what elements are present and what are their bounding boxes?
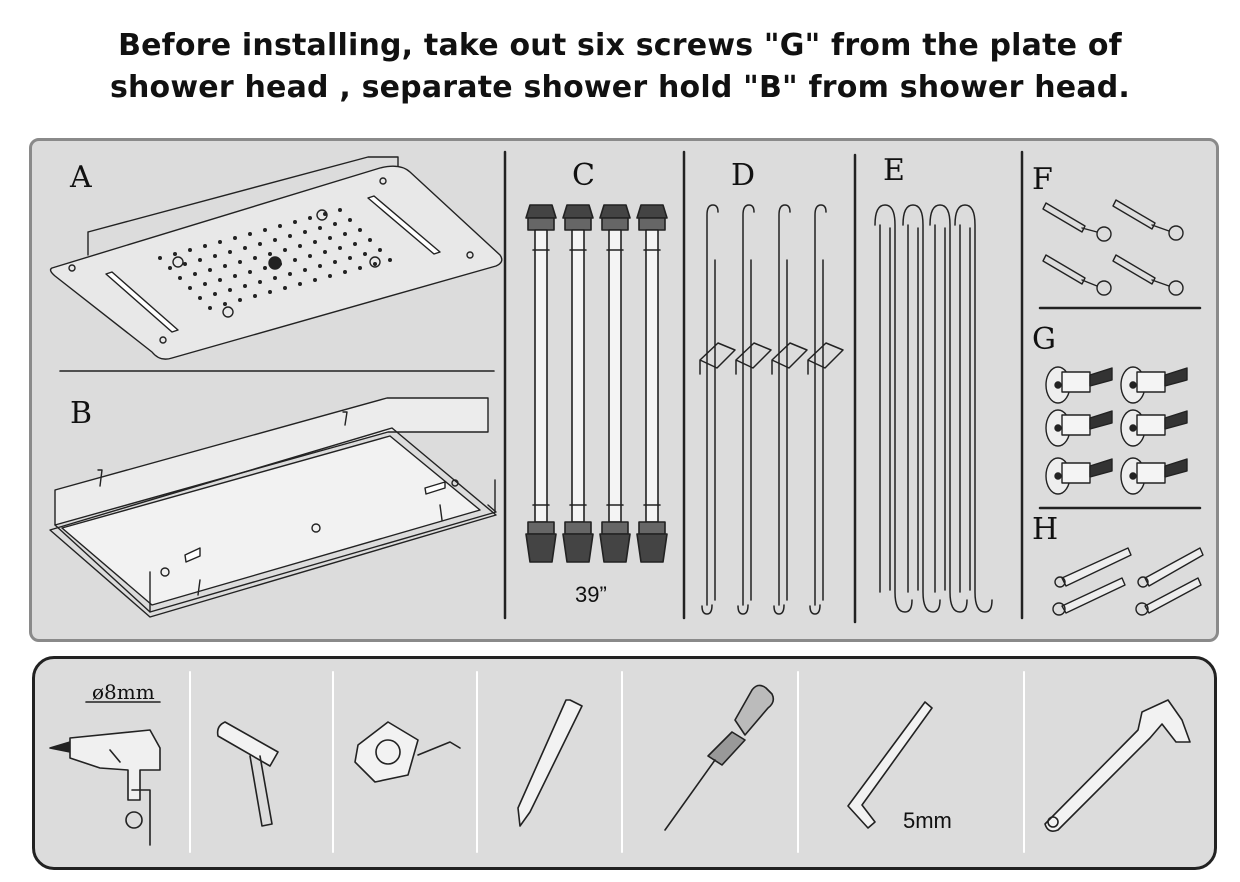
instruction-line-2: shower head , separate shower hold "B" f… [109, 70, 1131, 105]
tools-panel [32, 656, 1217, 870]
label-C: C [572, 158, 595, 193]
shower-holder-B [49, 397, 497, 618]
label-H: H [1032, 512, 1059, 547]
anchor-hooks-F [1042, 199, 1184, 296]
hex-key-size-label: 5mm [903, 808, 952, 833]
pencil-icon [517, 699, 583, 827]
label-B: B [70, 396, 93, 431]
screws-G [1045, 366, 1188, 495]
drill-size-label: ø8mm [92, 680, 155, 704]
label-D: D [731, 158, 756, 193]
tape-measure-icon [354, 721, 461, 783]
label-A: A [70, 160, 92, 195]
wrench-icon [1044, 699, 1191, 832]
shower-head-A [49, 156, 503, 360]
hammer-icon [216, 721, 279, 827]
label-G: G [1032, 322, 1056, 357]
hooks-E [874, 204, 993, 613]
wall-plugs-H [1052, 547, 1204, 616]
hex-key-icon [847, 701, 933, 829]
label-E: E [883, 153, 905, 188]
drill-icon [49, 701, 161, 846]
hoses-C [525, 204, 668, 563]
tool-dividers [189, 671, 1025, 853]
rods-D [699, 204, 844, 615]
hose-length-label: 39” [575, 582, 607, 607]
parts-dividers [59, 150, 1202, 624]
screwdriver-icon [664, 684, 775, 831]
instruction-line-1: Before installing, take out six screws "… [118, 28, 1122, 63]
label-F: F [1032, 162, 1053, 197]
